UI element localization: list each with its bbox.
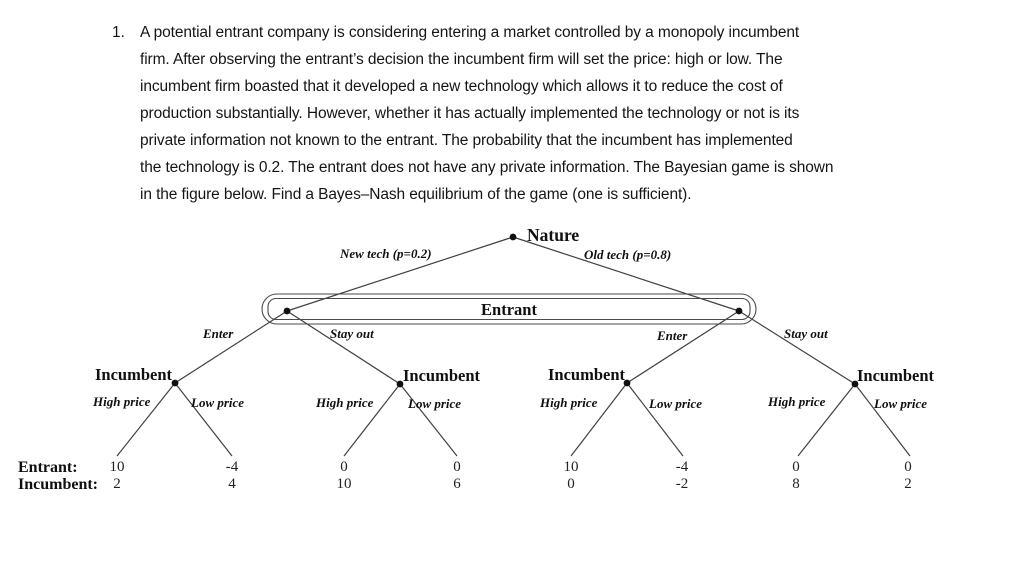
problem-line: incumbent firm boasted that it developed… [140,78,783,95]
payoff-entrant-7: 0 [792,459,800,475]
entrant-node-right-dot [735,307,743,315]
problem-line: the technology is 0.2. The entrant does … [140,159,834,176]
incumbent-node-2-label: Incumbent [403,366,481,385]
branch-label-high-price-1: High price [93,394,151,409]
problem-line: production substantially. However, wheth… [140,105,800,122]
payoff-incumbent-7: 8 [792,476,800,492]
payoff-row-label-entrant: Entrant: [18,459,78,476]
branch-stayout-right [738,310,856,385]
information-set-inner-outline [267,297,751,321]
problem-line: firm. After observing the entrant’s deci… [140,51,783,68]
nature-node-dot [509,233,517,241]
branch-high-price-2 [343,383,401,457]
payoff-incumbent-3: 10 [336,476,352,492]
branch-label-low-price-2: Low price [408,396,462,411]
problem-line: A potential entrant company is consideri… [140,24,800,41]
payoff-entrant-8: 0 [904,459,912,475]
payoff-entrant-1: 10 [109,459,125,475]
payoff-entrant-2: -4 [225,459,239,475]
nature-node-label: Nature [527,225,580,245]
branch-low-price-3 [626,382,684,457]
branch-stayout-left [286,310,401,385]
payoff-incumbent-1: 2 [113,476,121,492]
branch-label-old-tech: Old tech (p=0.8) [584,247,672,262]
incumbent-node-1-dot [171,379,179,387]
branch-label-low-price-1: Low price [191,395,245,410]
entrant-node-left-dot [283,307,291,315]
problem-text: A potential entrant company is consideri… [140,19,833,208]
branch-enter-right [626,310,740,384]
branch-label-enter-right: Enter [657,328,688,343]
incumbent-node-4-dot [851,380,859,388]
payoff-entrant-3: 0 [340,459,348,475]
payoff-entrant-4: 0 [453,459,461,475]
branch-enter-left [174,310,288,384]
branch-low-price-1 [174,382,233,457]
branch-label-enter-left: Enter [203,326,234,341]
payoff-incumbent-8: 2 [904,476,912,492]
branch-label-low-price-3: Low price [649,396,703,411]
branch-label-low-price-4: Low price [874,396,928,411]
branch-high-price-3 [570,382,628,457]
payoff-incumbent-6: -2 [675,476,689,492]
incumbent-node-3-label: Incumbent [547,365,625,384]
payoff-row-label-incumbent: Incumbent: [18,476,99,493]
problem-line: in the figure below. Find a Bayes–Nash e… [140,186,692,203]
payoff-entrant-5: 10 [563,459,579,475]
payoff-incumbent-4: 6 [453,476,461,492]
incumbent-node-1-label: Incumbent [94,365,172,384]
branch-low-price-2 [399,383,458,457]
information-set-outline [261,293,757,325]
branch-label-high-price-3: High price [540,395,598,410]
problem-number: 1. [112,24,125,41]
branch-label-new-tech: New tech (p=0.2) [340,246,432,261]
incumbent-node-2-dot [396,380,404,388]
problem-line: private information not known to the ent… [140,132,793,149]
branch-high-price-4 [797,383,856,457]
branch-label-high-price-2: High price [316,395,374,410]
payoff-incumbent-2: 4 [228,476,236,492]
branch-label-stayout-right: Stay out [784,326,828,341]
payoff-incumbent-5: 0 [567,476,575,492]
branch-label-high-price-4: High price [768,394,826,409]
branch-label-stayout-left: Stay out [330,326,374,341]
payoff-entrant-6: -4 [675,459,689,475]
incumbent-node-4-label: Incumbent [857,366,935,385]
branch-high-price-1 [116,382,176,457]
branch-low-price-4 [854,383,911,457]
information-set-label: Entrant [481,300,537,319]
incumbent-node-3-dot [623,379,631,387]
